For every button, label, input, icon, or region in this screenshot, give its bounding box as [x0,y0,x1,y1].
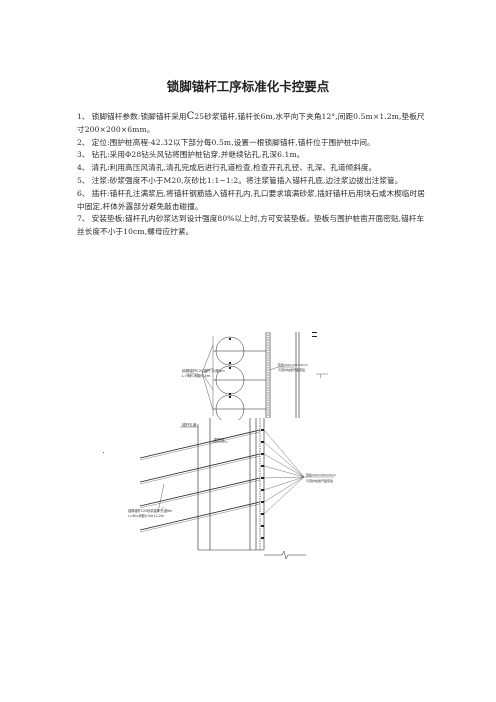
fig1-left-note-1: 锁脚锚杆C25锚杆,长度6m [182,368,225,373]
fig1-top-marks [312,332,317,337]
fig1-left-note-2: L=6m,间距0.5m [182,373,211,378]
paragraph-5: 5、注浆:砂浆强度不小于M20,灰砂比1:1~1:2。将注浆管插入锚杆孔底,边注… [77,175,429,188]
paragraph-number: 5、 [77,175,90,185]
paragraph-number: 3、 [77,150,90,160]
paragraph-1: 1、锁脚锚杆参数:锁脚锚杆采用C25砂浆锚杆,锚杆长6m,水平向下夹角12°,间… [77,111,429,137]
fig1-lining-lines [265,332,300,418]
body-text: 1、锁脚锚杆参数:锁脚锚杆采用C25砂浆锚杆,锚杆长6m,水平向下夹角12°,间… [77,111,429,239]
paragraph-text: 注浆:砂浆强度不小于M20,灰砂比1:1~1:2。将注浆管插入锚杆孔底,边注浆边… [91,175,403,185]
paragraph-6: 6、插杆:锚杆孔注满浆后,将锚杆钢筋插入锚杆孔内,孔口要求填满砂浆,插好锚杆后用… [77,188,429,214]
paragraph-text: 安装垫板:锚杆孔内砂浆达到设计强度80%以上时,方可安装垫板。垫板与围护桩凿开面… [77,214,425,237]
fig2-frame [197,418,265,551]
fig1-marker-left: I [190,374,191,379]
margin-dot [103,452,104,453]
paragraph-3: 3、钻孔:采用Φ28钻头风钻将围护桩钻穿,并继续钻孔,孔深6.1m。 [77,149,429,162]
fig1-right-note-2: 与围护桩凿开面密贴 [278,367,305,372]
fig1-marker-right: I [320,374,321,379]
paragraph-text: 25砂浆锚杆,锚杆长6m,水平向下夹角12°,间距0.5m×1.2m,垫板尺寸2… [77,112,425,134]
paragraph-number: 1、 [77,112,90,121]
fig2-left-note-2: L=6m,间距0.5m×1.2m [128,513,164,518]
fig2-right-fan [263,429,334,515]
paragraph-text: C [186,111,195,122]
fig2-right-note-1: 垫板200×200×6mm [306,472,336,477]
fig2-right-note-2: 与围护桩凿开面密贴 [306,478,333,483]
fig2-left-leader [157,483,165,513]
paragraph-text: 定位:围护桩高程-42.32以下部分每0.5m,设置一根锁脚锚杆,锚杆位于围护桩… [91,137,375,147]
paragraph-number: 6、 [77,188,90,198]
fig2-left-note-1: 锁脚锚杆C25砂浆锚杆,长度6m [128,508,172,513]
fig1-anchor-heads [229,338,231,398]
paragraph-text: 插杆:锚杆孔注满浆后,将锚杆钢筋插入锚杆孔内,孔口要求填满砂浆,插好锚杆后用块石… [77,188,425,211]
figure-pile-elevation: 锁脚锚杆C25锚杆,长度6m L=6m,间距0.5m I I [182,332,328,420]
fig1-pile-circles [213,336,266,420]
fig1-right-leader [269,366,294,371]
fig1-right-note-1: 垫板200×200×6mm [278,362,308,367]
fig2-anchors [139,429,261,531]
fig2-lining-ticks [261,429,264,539]
paragraph-number: 2、 [77,137,90,147]
paragraph-text: 钻孔:采用Φ28钻头风钻将围护桩钻穿,并继续钻孔,孔深6.1m。 [91,150,305,160]
paragraph-text: 清孔:利用高压风清孔,清孔完成后进行孔道检查,检查开孔孔径、孔深、孔道倾斜度。 [91,163,377,173]
page-title: 锁脚锚杆工序标准化卡控要点 [166,79,330,94]
paragraph-4: 4、清孔:利用高压风清孔,清孔完成后进行孔道检查,检查开孔孔径、孔深、孔道倾斜度… [77,162,429,175]
paragraph-7: 7、安装垫板:锚杆孔内砂浆达到设计强度80%以上时,方可安装垫板。垫板与围护桩凿… [77,213,429,239]
paragraph-2: 2、定位:围护桩高程-42.32以下部分每0.5m,设置一根锁脚锚杆,锚杆位于围… [77,137,429,150]
paragraph-number: 7、 [77,214,90,224]
paragraph-number: 4、 [77,163,90,173]
fig1-leader-lines [201,336,214,416]
figure-anchor-section: 锚杆孔道 围护桩 锁脚锚杆C25砂浆锚杆,长度6m L=6m,间距0.5m×1.… [128,418,336,560]
fig2-label-top-left: 锚杆孔道 [182,422,197,427]
paragraph-text: 锁脚锚杆参数:锁脚锚杆采用 [91,112,187,121]
fig2-break-line [264,550,306,560]
